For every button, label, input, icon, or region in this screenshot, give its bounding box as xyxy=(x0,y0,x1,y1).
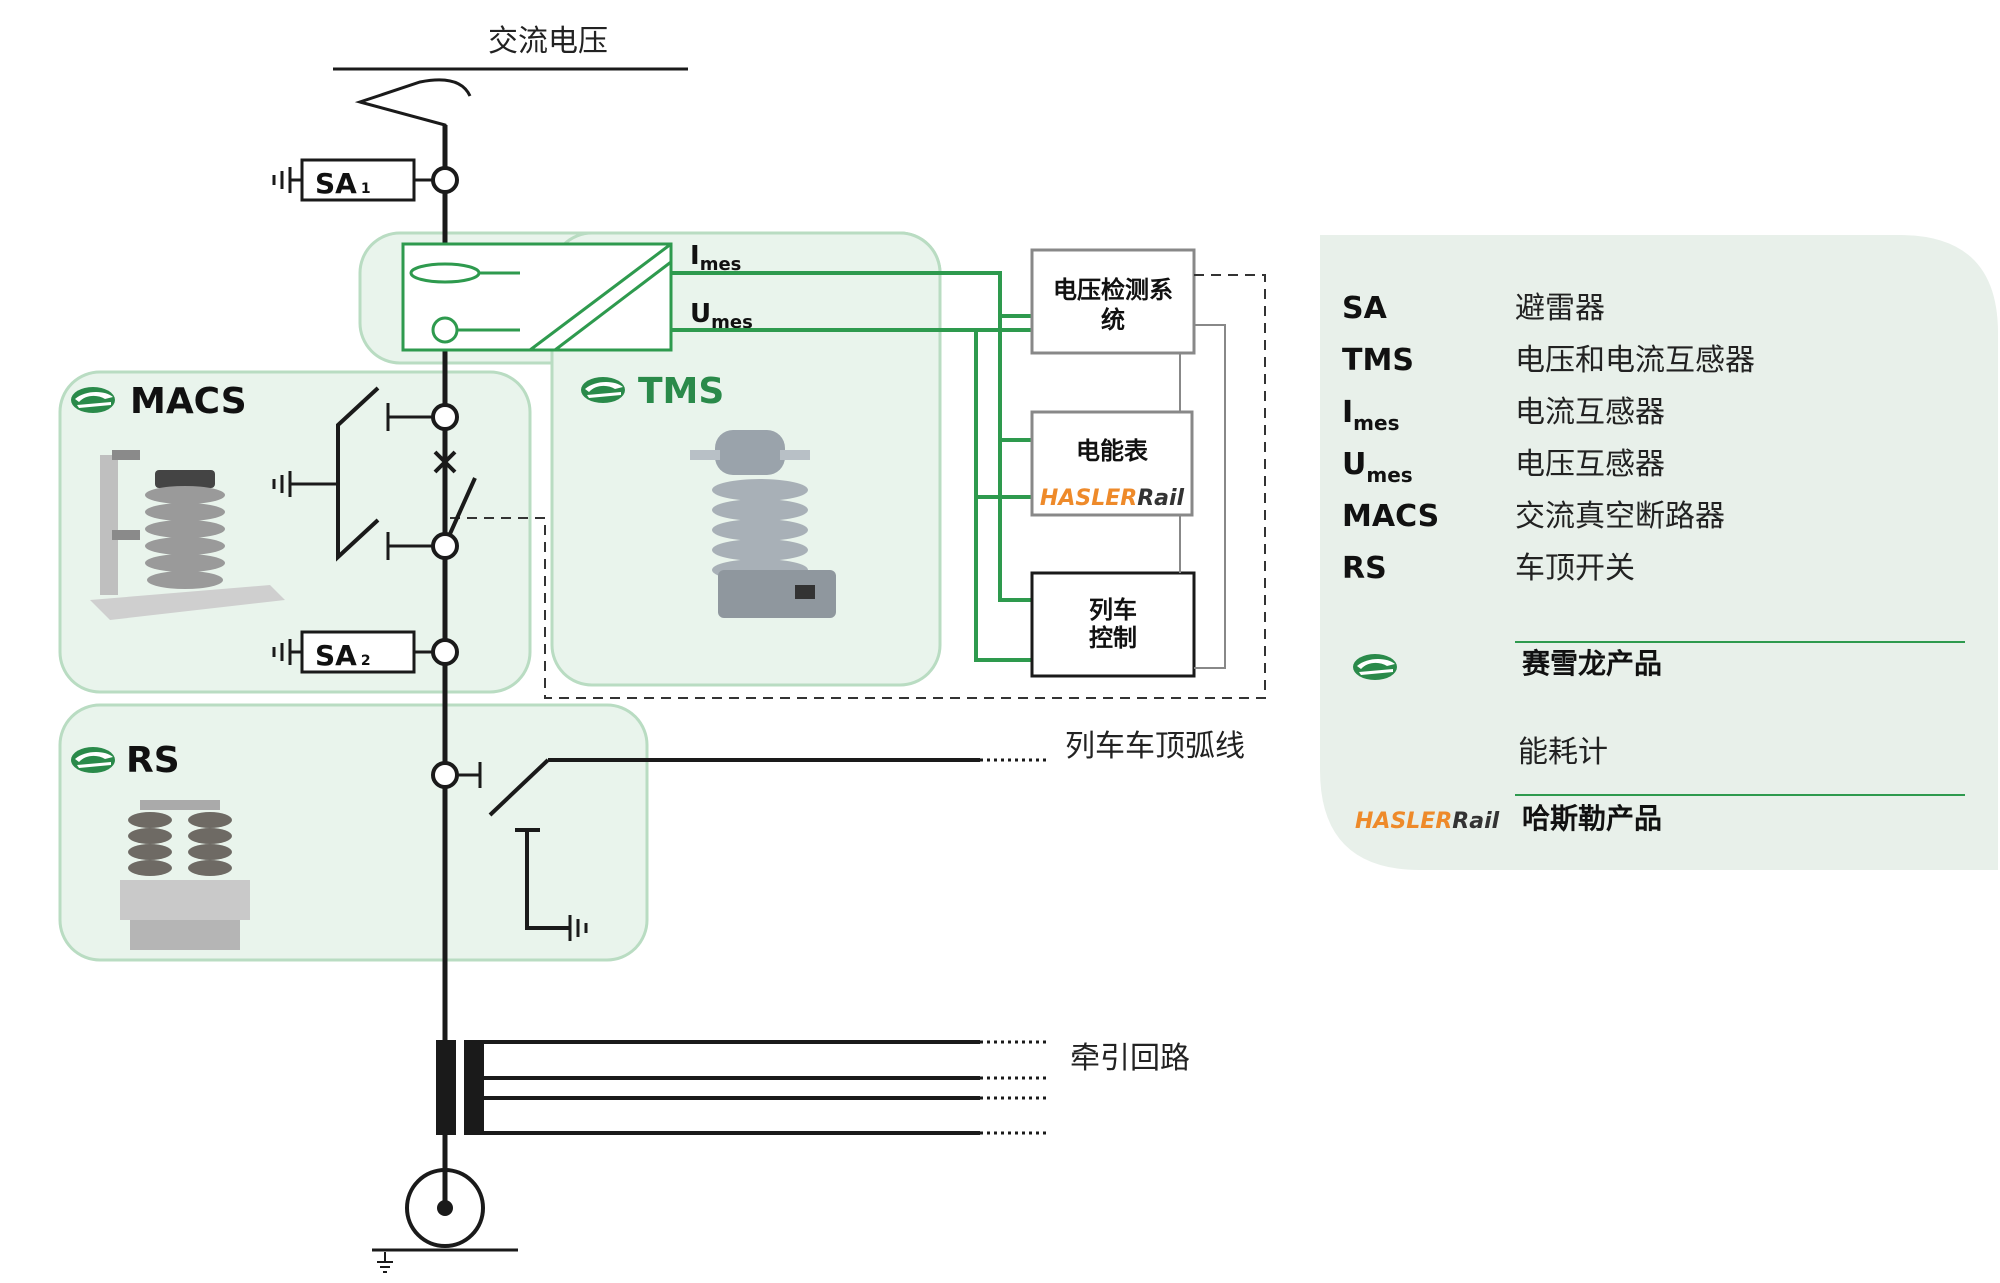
transformer-icon xyxy=(436,1040,484,1135)
svg-text:列车: 列车 xyxy=(1089,596,1137,624)
voltage-detection-box: 电压检测系 统 xyxy=(1030,248,1196,355)
legend-desc-umes: 电压互感器 xyxy=(1515,447,1665,482)
ground-icon xyxy=(568,915,588,941)
legend: SA 避雷器 TMS 电压和电流互感器 Imes 电流互感器 Umes 电压互感… xyxy=(1342,291,1965,835)
macs-switch-icon xyxy=(272,386,477,562)
svg-text:MACS: MACS xyxy=(130,381,247,422)
energy-meter-box: 电能表 HASLERRail xyxy=(1030,410,1194,517)
svg-text:RS: RS xyxy=(126,740,180,781)
umes-label: Umes xyxy=(690,299,753,333)
hasler-rail-logo: HASLERRail xyxy=(1040,486,1185,511)
voltage-tap xyxy=(431,316,459,344)
signal-lines xyxy=(671,271,1032,662)
box-connectors xyxy=(1179,324,1226,669)
train-control-box: 列车 控制 xyxy=(1030,571,1196,678)
ground-icon xyxy=(272,167,292,193)
legend-abbr-tms: TMS xyxy=(1342,343,1414,378)
imes-label: Imes xyxy=(690,241,741,275)
legend-secheron-products: 赛雪龙产品 xyxy=(1522,647,1662,680)
macs-product-image xyxy=(90,450,285,620)
svg-text:统: 统 xyxy=(1101,306,1125,334)
ground-icon xyxy=(377,1252,393,1273)
legend-desc-sa: 避雷器 xyxy=(1515,291,1605,326)
secheron-logo-icon xyxy=(1353,654,1397,680)
traction-lines xyxy=(484,1040,980,1135)
legend-panel xyxy=(1320,235,1998,870)
roof-line-label: 列车车顶弧线 xyxy=(1065,729,1245,764)
legend-abbr-macs: MACS xyxy=(1342,499,1439,534)
motor-icon xyxy=(372,1135,518,1273)
dashed-boundary xyxy=(445,274,1266,699)
tms-title: TMS xyxy=(581,371,724,412)
legend-desc-imes: 电流互感器 xyxy=(1515,395,1665,430)
rs-product-image xyxy=(120,800,250,950)
legend-abbr-umes: Umes xyxy=(1342,447,1413,487)
macs-title: MACS xyxy=(71,381,247,422)
legend-abbr-rs: RS xyxy=(1342,551,1387,586)
traction-circuit-label: 牵引回路 xyxy=(1070,1041,1190,1076)
legend-desc-rs: 车顶开关 xyxy=(1515,551,1635,586)
ground-icon xyxy=(272,471,292,497)
legend-hasler-logo: HASLERRail xyxy=(1355,809,1500,834)
rs-title: RS xyxy=(71,740,180,781)
legend-desc-macs: 交流真空断路器 xyxy=(1515,499,1725,534)
svg-text:控制: 控制 xyxy=(1089,624,1137,652)
ac-voltage-title: 交流电压 xyxy=(488,24,608,59)
svg-text:TMS: TMS xyxy=(638,371,724,412)
legend-desc-tms: 电压和电流互感器 xyxy=(1515,343,1755,378)
rs-switch-icon xyxy=(431,758,1050,941)
legend-abbr-sa: SA xyxy=(1342,291,1388,326)
tms-product-image xyxy=(690,430,836,618)
legend-abbr-imes: Imes xyxy=(1342,395,1399,435)
legend-hasler-products: 哈斯勒产品 xyxy=(1522,802,1662,835)
svg-text:电能表: 电能表 xyxy=(1076,437,1149,465)
legend-energy-meter: 能耗计 xyxy=(1518,735,1608,770)
pantograph-icon xyxy=(354,78,472,160)
svg-text:电压检测系: 电压检测系 xyxy=(1053,276,1173,304)
ground-icon xyxy=(272,639,292,665)
